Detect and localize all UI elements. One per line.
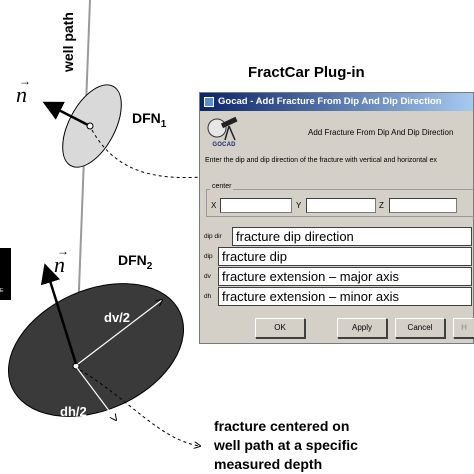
- dfn2-fracture-ellipse: [7, 283, 185, 417]
- left-edge-text: E: [0, 288, 4, 294]
- dfn1-label: DFN1: [132, 110, 167, 130]
- dialog-heading: Add Fracture From Dip And Dip Direction: [308, 128, 454, 137]
- dialog-title: Gocad - Add Fracture From Dip And Dip Di…: [218, 96, 442, 107]
- dfn2-normal-arrow: [40, 263, 78, 365]
- x-label: X: [211, 201, 217, 210]
- dfn1-to-dialog-dashed-arrow: [91, 129, 232, 178]
- left-edge-panel: [0, 248, 11, 300]
- dip-label: dip: [204, 253, 213, 260]
- y-label: Y: [296, 201, 302, 210]
- dfn1-normal-arrow: [42, 101, 89, 127]
- plugin-title: FractCar Plug-in: [248, 64, 365, 81]
- dfn1-center-point: [86, 122, 94, 130]
- normal-vector-label-1: → n: [16, 74, 31, 107]
- dip-field[interactable]: fracture dip: [218, 247, 472, 266]
- well-path-label: well path: [60, 12, 76, 72]
- center-x-input[interactable]: [220, 198, 292, 213]
- help-button[interactable]: H: [453, 318, 474, 338]
- vector-arrow-glyph: →: [19, 74, 31, 88]
- z-label: Z: [379, 201, 384, 210]
- dip-direction-field[interactable]: fracture dip direction: [232, 227, 472, 246]
- gocad-logo: GOCAD: [205, 116, 243, 148]
- dialog-instruction: Enter the dip and dip direction of the f…: [205, 157, 437, 164]
- dh-half-axis-arrow: [76, 367, 116, 420]
- dialog-titlebar[interactable]: Gocad - Add Fracture From Dip And Dip Di…: [200, 93, 473, 111]
- vector-arrow-glyph: →: [57, 244, 69, 258]
- dip-dir-label: dip dir: [204, 233, 222, 240]
- dv-half-label: dv/2: [104, 310, 131, 325]
- apply-button[interactable]: Apply: [337, 318, 387, 338]
- caption-line-1: fracture centered on: [214, 418, 350, 434]
- center-group-label: center: [210, 183, 234, 190]
- dh-label: dh: [204, 293, 212, 300]
- add-fracture-dialog: Gocad - Add Fracture From Dip And Dip Di…: [199, 92, 474, 344]
- dh-half-label: dh/2: [60, 404, 87, 419]
- ok-button[interactable]: OK: [255, 318, 305, 338]
- dv-label: dv: [204, 273, 211, 280]
- center-z-input[interactable]: [389, 198, 457, 213]
- normal-vector-label-2: → n: [54, 244, 69, 277]
- major-axis-field[interactable]: fracture extension – major axis: [218, 267, 472, 286]
- center-groupbox: [206, 189, 474, 217]
- telescope-icon: [207, 116, 238, 141]
- dfn2-label: DFN2: [118, 252, 153, 272]
- minor-axis-field[interactable]: fracture extension – minor axis: [218, 287, 472, 306]
- dv-half-axis-arrow: [77, 300, 162, 365]
- center-to-caption-dashed-arrow: [79, 369, 200, 446]
- gocad-logo-text: GOCAD: [212, 142, 236, 148]
- cancel-button[interactable]: Cancel: [395, 318, 445, 338]
- center-y-input[interactable]: [306, 198, 376, 213]
- gocad-app-icon: [204, 97, 214, 107]
- caption-line-3: measured depth: [214, 456, 323, 472]
- caption-line-2: well path at a specific: [214, 437, 358, 453]
